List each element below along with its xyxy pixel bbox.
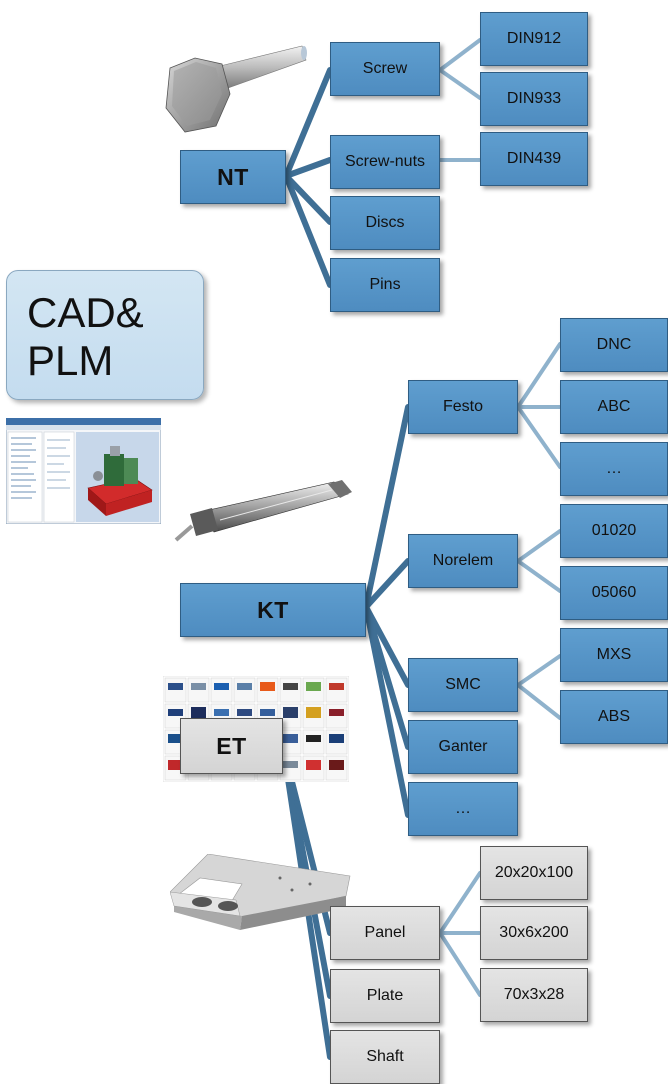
nt-node-discs[interactable]: Discs xyxy=(330,196,440,250)
cylinder-image xyxy=(174,480,352,542)
node-label: 30x6x200 xyxy=(499,924,569,941)
node-label: ABS xyxy=(597,708,630,725)
kt-node-abs[interactable]: ABS xyxy=(560,690,668,744)
kt-root-label: KT xyxy=(257,596,289,623)
node-label: Screw xyxy=(362,60,408,77)
node-label: DNC xyxy=(596,336,632,353)
node-label: Screw-nuts xyxy=(344,153,426,170)
node-label: DIN933 xyxy=(506,90,562,107)
node-label: Pins xyxy=(369,276,401,293)
node-label: 20x20x100 xyxy=(494,864,574,881)
cad-plm-line-2: PLM xyxy=(27,337,114,384)
et-root-node[interactable]: ET xyxy=(180,718,283,774)
node-label: Shaft xyxy=(366,1048,404,1065)
kt-node-festo[interactable]: Festo xyxy=(408,380,518,434)
node-label: Norelem xyxy=(432,552,494,569)
node-label: 05060 xyxy=(591,584,637,601)
cad-plm-line-1: CAD& xyxy=(27,289,144,336)
node-label: 01020 xyxy=(591,522,637,539)
nt-node-pins[interactable]: Pins xyxy=(330,258,440,312)
et-node-size-2[interactable]: 30x6x200 xyxy=(480,906,588,960)
node-label: Ganter xyxy=(438,738,488,755)
nt-node-din933[interactable]: DIN933 xyxy=(480,72,588,126)
kt-node-smc[interactable]: SMC xyxy=(408,658,518,712)
node-label: SMC xyxy=(445,676,481,693)
node-label: DIN439 xyxy=(506,150,562,167)
nt-root-label: NT xyxy=(217,163,249,190)
node-label: 70x3x28 xyxy=(503,986,565,1003)
node-label: … xyxy=(455,800,471,817)
nt-node-din912[interactable]: DIN912 xyxy=(480,12,588,66)
et-node-shaft[interactable]: Shaft xyxy=(330,1030,440,1084)
node-label: Discs xyxy=(365,214,405,231)
kt-node-norelem[interactable]: Norelem xyxy=(408,534,518,588)
nt-subconnectors xyxy=(438,38,482,162)
et-node-size-1[interactable]: 20x20x100 xyxy=(480,846,588,900)
cad-plm-box: CAD& PLM xyxy=(6,270,204,400)
kt-node-01020[interactable]: 01020 xyxy=(560,504,668,558)
bolt-image xyxy=(165,45,307,133)
et-subconnectors xyxy=(438,871,482,997)
node-label: … xyxy=(606,460,622,477)
cad-screenshot-image xyxy=(6,418,161,524)
plate-image xyxy=(170,854,351,930)
node-label: Plate xyxy=(366,987,404,1004)
et-root-label: ET xyxy=(216,732,247,759)
kt-node-ganter[interactable]: Ganter xyxy=(408,720,518,774)
kt-node-05060[interactable]: 05060 xyxy=(560,566,668,620)
kt-node-festo-more[interactable]: … xyxy=(560,442,668,496)
et-node-plate[interactable]: Plate xyxy=(330,969,440,1023)
nt-connectors xyxy=(283,67,333,288)
kt-connectors xyxy=(363,404,411,818)
et-node-panel[interactable]: Panel xyxy=(330,906,440,960)
kt-node-dnc[interactable]: DNC xyxy=(560,318,668,372)
nt-node-screw-nuts[interactable]: Screw-nuts xyxy=(330,135,440,189)
nt-root-node[interactable]: NT xyxy=(180,150,286,204)
node-label: Festo xyxy=(442,398,483,415)
kt-subconnectors xyxy=(516,342,562,720)
node-label: Panel xyxy=(364,924,406,941)
kt-node-mxs[interactable]: MXS xyxy=(560,628,668,682)
node-label: DIN912 xyxy=(506,30,562,47)
kt-node-abc[interactable]: ABC xyxy=(560,380,668,434)
et-node-size-3[interactable]: 70x3x28 xyxy=(480,968,588,1022)
node-label: ABC xyxy=(597,398,631,415)
kt-root-node[interactable]: KT xyxy=(180,583,366,637)
nt-node-din439[interactable]: DIN439 xyxy=(480,132,588,186)
kt-node-more[interactable]: … xyxy=(408,782,518,836)
nt-node-screw[interactable]: Screw xyxy=(330,42,440,96)
node-label: MXS xyxy=(596,646,632,663)
